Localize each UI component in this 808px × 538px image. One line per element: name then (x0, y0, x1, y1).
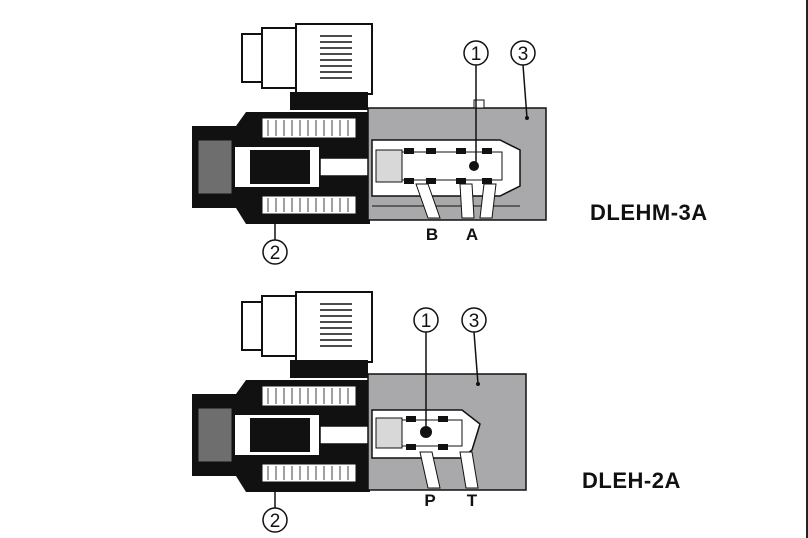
electrical-connector (241, 23, 373, 110)
callout-2-bottom: 2 (262, 482, 288, 533)
callout-2-top: 2 (262, 214, 288, 265)
valve-assembly-top: 1 3 2 B A (192, 23, 547, 265)
valve-assembly-bottom: 1 3 2 P T (192, 291, 527, 533)
callout-3-bottom-text: 3 (469, 311, 480, 332)
valve-body (367, 373, 527, 491)
callout-3-bottom: 3 (461, 307, 487, 386)
port-label-p: P (424, 491, 435, 510)
callout-3-top: 3 (510, 40, 536, 120)
callout-2-top-text: 2 (270, 243, 281, 264)
solenoid-coil (192, 380, 371, 492)
callout-1-bottom: 1 (413, 307, 439, 430)
electrical-connector (241, 291, 373, 378)
callout-1-bottom-text: 1 (421, 311, 432, 332)
port-label-a: A (466, 225, 478, 244)
port-label-b: B (426, 225, 438, 244)
page-border-line (806, 0, 808, 538)
callout-1-top-text: 1 (471, 44, 482, 65)
callout-3-top-text: 3 (518, 44, 529, 65)
model-label-dlehm-3a: DLEHM-3A (590, 200, 708, 225)
valve-body (367, 99, 547, 221)
model-label-dleh-2a: DLEH-2A (582, 468, 681, 493)
callout-2-bottom-text: 2 (270, 511, 281, 532)
callout-1-top: 1 (463, 40, 489, 164)
solenoid-coil (192, 112, 371, 224)
port-label-t: T (467, 491, 478, 510)
